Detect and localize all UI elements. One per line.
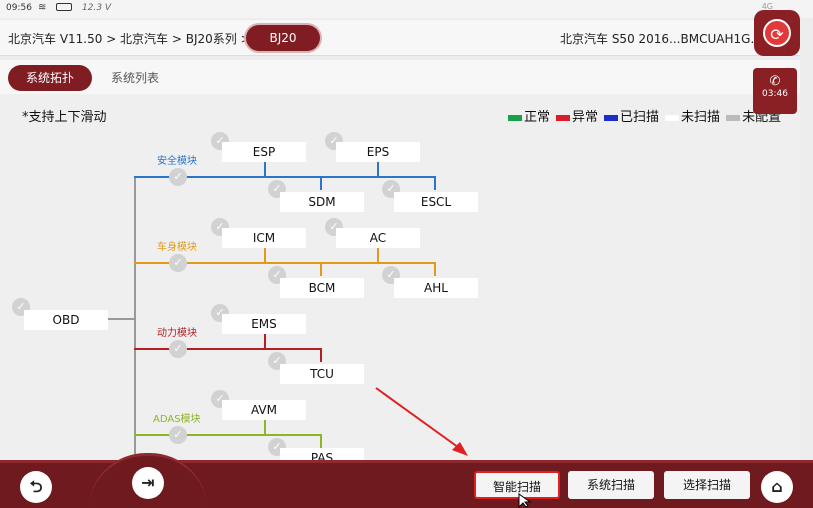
- status-bar: 09:56 ≋ 12.3 V 4G: [0, 0, 813, 18]
- home-icon[interactable]: ⌂: [761, 471, 793, 503]
- legend-item: 未扫描: [665, 106, 720, 125]
- legend-item: 已扫描: [604, 106, 659, 125]
- breadcrumb[interactable]: 北京汽车 V11.50 > 北京汽车 > BJ20系列 >: [8, 32, 251, 46]
- scroll-hint: *支持上下滑动: [22, 110, 107, 125]
- legend-swatch: [604, 114, 619, 121]
- module-node-pas[interactable]: PAS: [280, 448, 364, 460]
- trunk-line: [134, 176, 136, 460]
- battery-voltage: 12.3 V: [82, 3, 112, 13]
- vehicle-info: 北京汽车 S50 2016...BMCUAH1G…2: [560, 32, 771, 46]
- network-type: 4G: [761, 2, 773, 11]
- group-label-powertrain: 动力模块: [157, 328, 197, 339]
- annotation-arrow: [375, 387, 468, 456]
- connector-line: [377, 162, 379, 176]
- legend-swatch: [508, 114, 522, 121]
- check-icon: ✓: [169, 426, 187, 444]
- module-node-ems[interactable]: EMS: [222, 314, 306, 334]
- module-node-esp[interactable]: ESP: [222, 142, 306, 162]
- connector-line: [377, 248, 379, 262]
- module-node-bcm[interactable]: BCM: [280, 278, 364, 298]
- status-legend: 正常 异常 已扫描 未扫描 未配置: [508, 106, 781, 125]
- legend-swatch: [556, 114, 571, 121]
- module-node-sdm[interactable]: SDM: [280, 192, 364, 212]
- remote-icon: ⟳: [763, 19, 791, 47]
- module-node-escl[interactable]: ESCL: [394, 192, 478, 212]
- module-node-icm[interactable]: ICM: [222, 228, 306, 248]
- topology-panel[interactable]: *支持上下滑动 正常 异常 已扫描 未扫描 未配置 ✓ OBD 安全模块 ✓ ✓…: [0, 94, 800, 460]
- legend-item: 异常: [556, 106, 598, 125]
- breadcrumb-current[interactable]: BJ20: [246, 25, 320, 51]
- connector-line: [108, 318, 136, 320]
- check-icon: ✓: [169, 340, 187, 358]
- back-icon[interactable]: ⮌: [20, 471, 52, 503]
- module-node-eps[interactable]: EPS: [336, 142, 420, 162]
- legend-label: 异常: [572, 110, 599, 125]
- phone-icon: ✆: [769, 74, 781, 89]
- connector-line: [320, 262, 322, 276]
- legend-label: 未扫描: [681, 110, 721, 125]
- legend-item: 正常: [508, 106, 550, 125]
- group-line-adas: [134, 434, 322, 436]
- vci-connector-icon: [56, 3, 72, 11]
- connector-line: [434, 262, 436, 276]
- legend-label: 已扫描: [620, 110, 660, 125]
- legend-label: 正常: [524, 110, 551, 125]
- call-widget[interactable]: ✆ 03:46: [753, 68, 797, 114]
- connector-line: [320, 434, 322, 448]
- tab-system-topology[interactable]: 系统拓扑: [8, 65, 92, 91]
- connector-line: [320, 176, 322, 190]
- group-line-powertrain: [134, 348, 322, 350]
- connector-line: [264, 334, 266, 348]
- module-node-tcu[interactable]: TCU: [280, 364, 364, 384]
- system-scan-button[interactable]: 系统扫描: [568, 471, 654, 499]
- module-node-ac[interactable]: AC: [336, 228, 420, 248]
- wifi-icon: ≋: [38, 2, 47, 13]
- smart-scan-button[interactable]: 智能扫描: [474, 471, 560, 499]
- connector-line: [264, 248, 266, 262]
- module-node-ahl[interactable]: AHL: [394, 278, 478, 298]
- group-label-adas: ADAS模块: [153, 414, 201, 425]
- exit-icon[interactable]: ⇥: [132, 467, 164, 499]
- header-bar: 北京汽车 V11.50 > 北京汽车 > BJ20系列 > BJ20 北京汽车 …: [0, 20, 800, 56]
- select-scan-button[interactable]: 选择扫描: [664, 471, 750, 499]
- remote-assist-button[interactable]: ⟳: [754, 10, 800, 56]
- legend-swatch: [726, 114, 741, 121]
- check-icon: ✓: [169, 254, 187, 272]
- group-label-body: 车身模块: [157, 242, 197, 253]
- module-node-obd[interactable]: OBD: [24, 310, 108, 330]
- group-label-safety: 安全模块: [157, 156, 197, 167]
- check-icon: ✓: [169, 168, 187, 186]
- group-line-safety: [134, 176, 436, 178]
- module-node-avm[interactable]: AVM: [222, 400, 306, 420]
- group-line-body: [134, 262, 436, 264]
- connector-line: [264, 162, 266, 176]
- legend-swatch: [665, 114, 680, 121]
- cursor-icon: [518, 493, 532, 508]
- connector-line: [434, 176, 436, 190]
- status-time: 09:56: [6, 3, 32, 13]
- bottom-bar: ⮌ ⇥ 智能扫描 系统扫描 选择扫描 ⌂: [0, 453, 813, 508]
- connector-line: [264, 420, 266, 434]
- call-timer: 03:46: [762, 89, 788, 99]
- connector-line: [320, 348, 322, 362]
- tab-system-list[interactable]: 系统列表: [110, 71, 159, 85]
- tab-bar: 系统拓扑 系统列表: [0, 60, 800, 94]
